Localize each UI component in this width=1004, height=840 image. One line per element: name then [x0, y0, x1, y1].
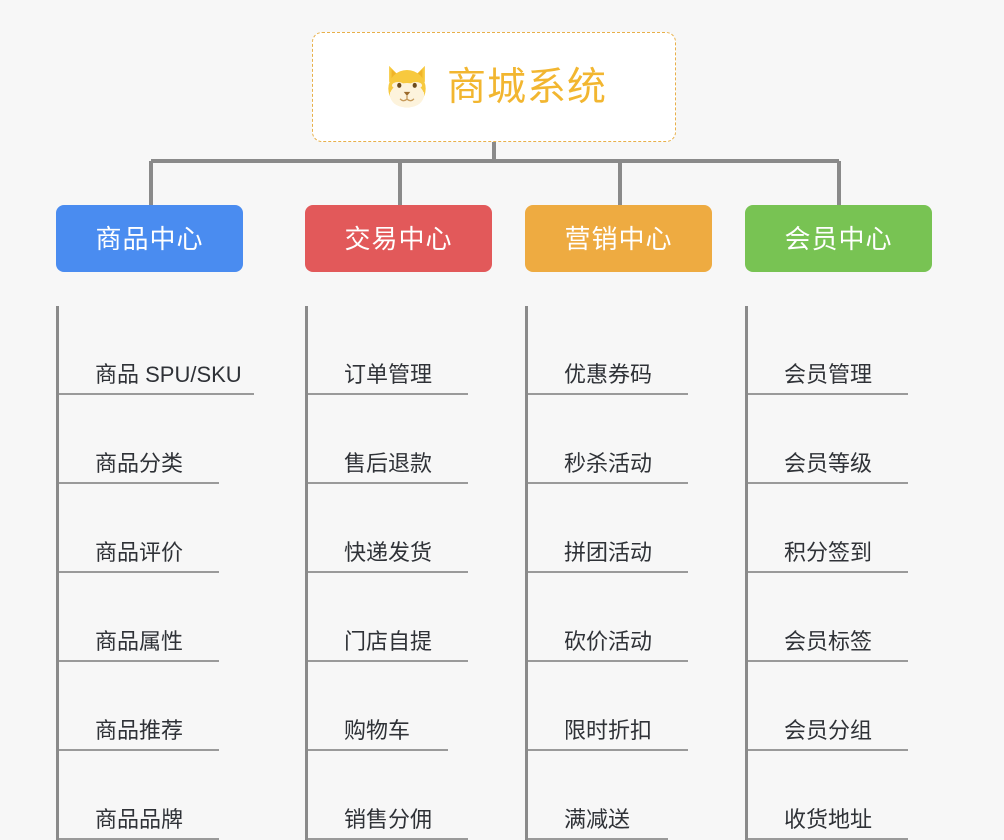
leaf-item-underline	[59, 660, 219, 662]
leaf-item-label: 收货地址	[784, 807, 873, 832]
leaf-item-underline	[528, 838, 668, 840]
leaf-item-label: 拼团活动	[564, 540, 653, 565]
leaf-item-underline	[59, 482, 219, 484]
leaf-item-underline	[308, 482, 468, 484]
leaf-item-label: 积分签到	[784, 540, 873, 565]
leaf-item-label: 会员标签	[784, 629, 873, 654]
leaf-item[interactable]: 商品 SPU/SKU	[59, 306, 258, 395]
leaf-list-1: 订单管理售后退款快递发货门店自提购物车销售分佣	[305, 306, 507, 840]
leaf-item[interactable]: 商品评价	[59, 484, 258, 573]
leaf-list-3: 会员管理会员等级积分签到会员标签会员分组收货地址	[745, 306, 947, 840]
leaf-list-0: 商品 SPU/SKU 商品分类商品评价商品属性商品推荐商品品牌	[56, 306, 258, 840]
leaf-item[interactable]: 商品分类	[59, 395, 258, 484]
leaf-item[interactable]: 积分签到	[748, 484, 947, 573]
category-column-1: 交易中心 订单管理售后退款快递发货门店自提购物车销售分佣	[305, 205, 525, 840]
leaf-item-underline	[308, 838, 468, 840]
leaf-item[interactable]: 商品品牌	[59, 751, 258, 840]
leaf-item-label: 快递发货	[344, 540, 433, 565]
leaf-item-label: 商品分类	[95, 451, 184, 476]
leaf-item-label: 订单管理	[344, 362, 433, 387]
leaf-list-2: 优惠券码秒杀活动拼团活动砍价活动限时折扣满减送	[525, 306, 727, 840]
leaf-item-label: 商品属性	[95, 629, 184, 654]
leaf-item-underline	[528, 749, 688, 751]
leaf-item[interactable]: 商品属性	[59, 573, 258, 662]
leaf-item[interactable]: 砍价活动	[528, 573, 727, 662]
leaf-item-underline	[59, 393, 254, 395]
leaf-item-underline	[59, 838, 219, 840]
leaf-item-underline	[748, 571, 908, 573]
leaf-item[interactable]: 秒杀活动	[528, 395, 727, 484]
leaf-item-underline	[308, 749, 448, 751]
leaf-item-label: 商品评价	[95, 540, 184, 565]
leaf-item-underline	[59, 749, 219, 751]
category-box-0[interactable]: 商品中心	[56, 205, 243, 272]
category-column-0: 商品中心 商品 SPU/SKU 商品分类商品评价商品属性商品推荐商品品牌	[56, 205, 276, 840]
leaf-item[interactable]: 满减送	[528, 751, 727, 840]
leaf-item-underline	[748, 660, 908, 662]
category-column-3: 会员中心 会员管理会员等级积分签到会员标签会员分组收货地址	[745, 205, 965, 840]
root-node[interactable]: 商城系统	[312, 32, 676, 142]
leaf-item[interactable]: 会员标签	[748, 573, 947, 662]
leaf-item[interactable]: 优惠券码	[528, 306, 727, 395]
leaf-item-label: 售后退款	[344, 451, 433, 476]
leaf-item-label: 会员等级	[784, 451, 873, 476]
leaf-item-underline	[748, 749, 908, 751]
leaf-item[interactable]: 限时折扣	[528, 662, 727, 751]
leaf-item-label: 购物车	[344, 718, 411, 743]
leaf-item-label: 会员分组	[784, 718, 873, 743]
category-label-1: 交易中心	[344, 223, 453, 254]
shiba-dog-face-icon	[388, 65, 426, 109]
leaf-item[interactable]: 会员管理	[748, 306, 947, 395]
leaf-item[interactable]: 会员分组	[748, 662, 947, 751]
leaf-item[interactable]: 会员等级	[748, 395, 947, 484]
leaf-item-label: 满减送	[564, 807, 631, 832]
leaf-item-label: 商品推荐	[95, 718, 184, 743]
leaf-item-underline	[528, 482, 688, 484]
leaf-item-label: 优惠券码	[564, 362, 653, 387]
leaf-item[interactable]: 收货地址	[748, 751, 947, 840]
leaf-item-underline	[308, 660, 468, 662]
leaf-item[interactable]: 拼团活动	[528, 484, 727, 573]
leaf-item-label: 砍价活动	[564, 629, 653, 654]
leaf-item[interactable]: 快递发货	[308, 484, 507, 573]
leaf-item-underline	[308, 393, 468, 395]
leaf-item-label: 会员管理	[784, 362, 873, 387]
category-label-0: 商品中心	[95, 223, 204, 254]
leaf-item-underline	[748, 838, 908, 840]
category-column-2: 营销中心 优惠券码秒杀活动拼团活动砍价活动限时折扣满减送	[525, 205, 745, 840]
leaf-item-underline	[748, 482, 908, 484]
leaf-item[interactable]: 订单管理	[308, 306, 507, 395]
leaf-item[interactable]: 购物车	[308, 662, 507, 751]
leaf-item-label: 销售分佣	[344, 807, 433, 832]
leaf-item-underline	[528, 571, 688, 573]
leaf-item[interactable]: 售后退款	[308, 395, 507, 484]
leaf-item-underline	[528, 660, 688, 662]
category-label-3: 会员中心	[784, 223, 893, 254]
leaf-item-label: 秒杀活动	[564, 451, 653, 476]
leaf-item[interactable]: 商品推荐	[59, 662, 258, 751]
leaf-item-label: 商品 SPU/SKU	[95, 362, 242, 387]
leaf-item-underline	[528, 393, 688, 395]
leaf-item[interactable]: 销售分佣	[308, 751, 507, 840]
category-label-2: 营销中心	[564, 223, 673, 254]
leaf-item-label: 门店自提	[344, 629, 433, 654]
root-title: 商城系统	[446, 65, 607, 109]
category-box-3[interactable]: 会员中心	[745, 205, 932, 272]
leaf-item-underline	[308, 571, 468, 573]
leaf-item-underline	[748, 393, 908, 395]
leaf-item-label: 限时折扣	[564, 718, 653, 743]
leaf-item-label: 商品品牌	[95, 807, 184, 832]
leaf-item-underline	[59, 571, 219, 573]
category-box-1[interactable]: 交易中心	[305, 205, 492, 272]
leaf-item[interactable]: 门店自提	[308, 573, 507, 662]
category-box-2[interactable]: 营销中心	[525, 205, 712, 272]
